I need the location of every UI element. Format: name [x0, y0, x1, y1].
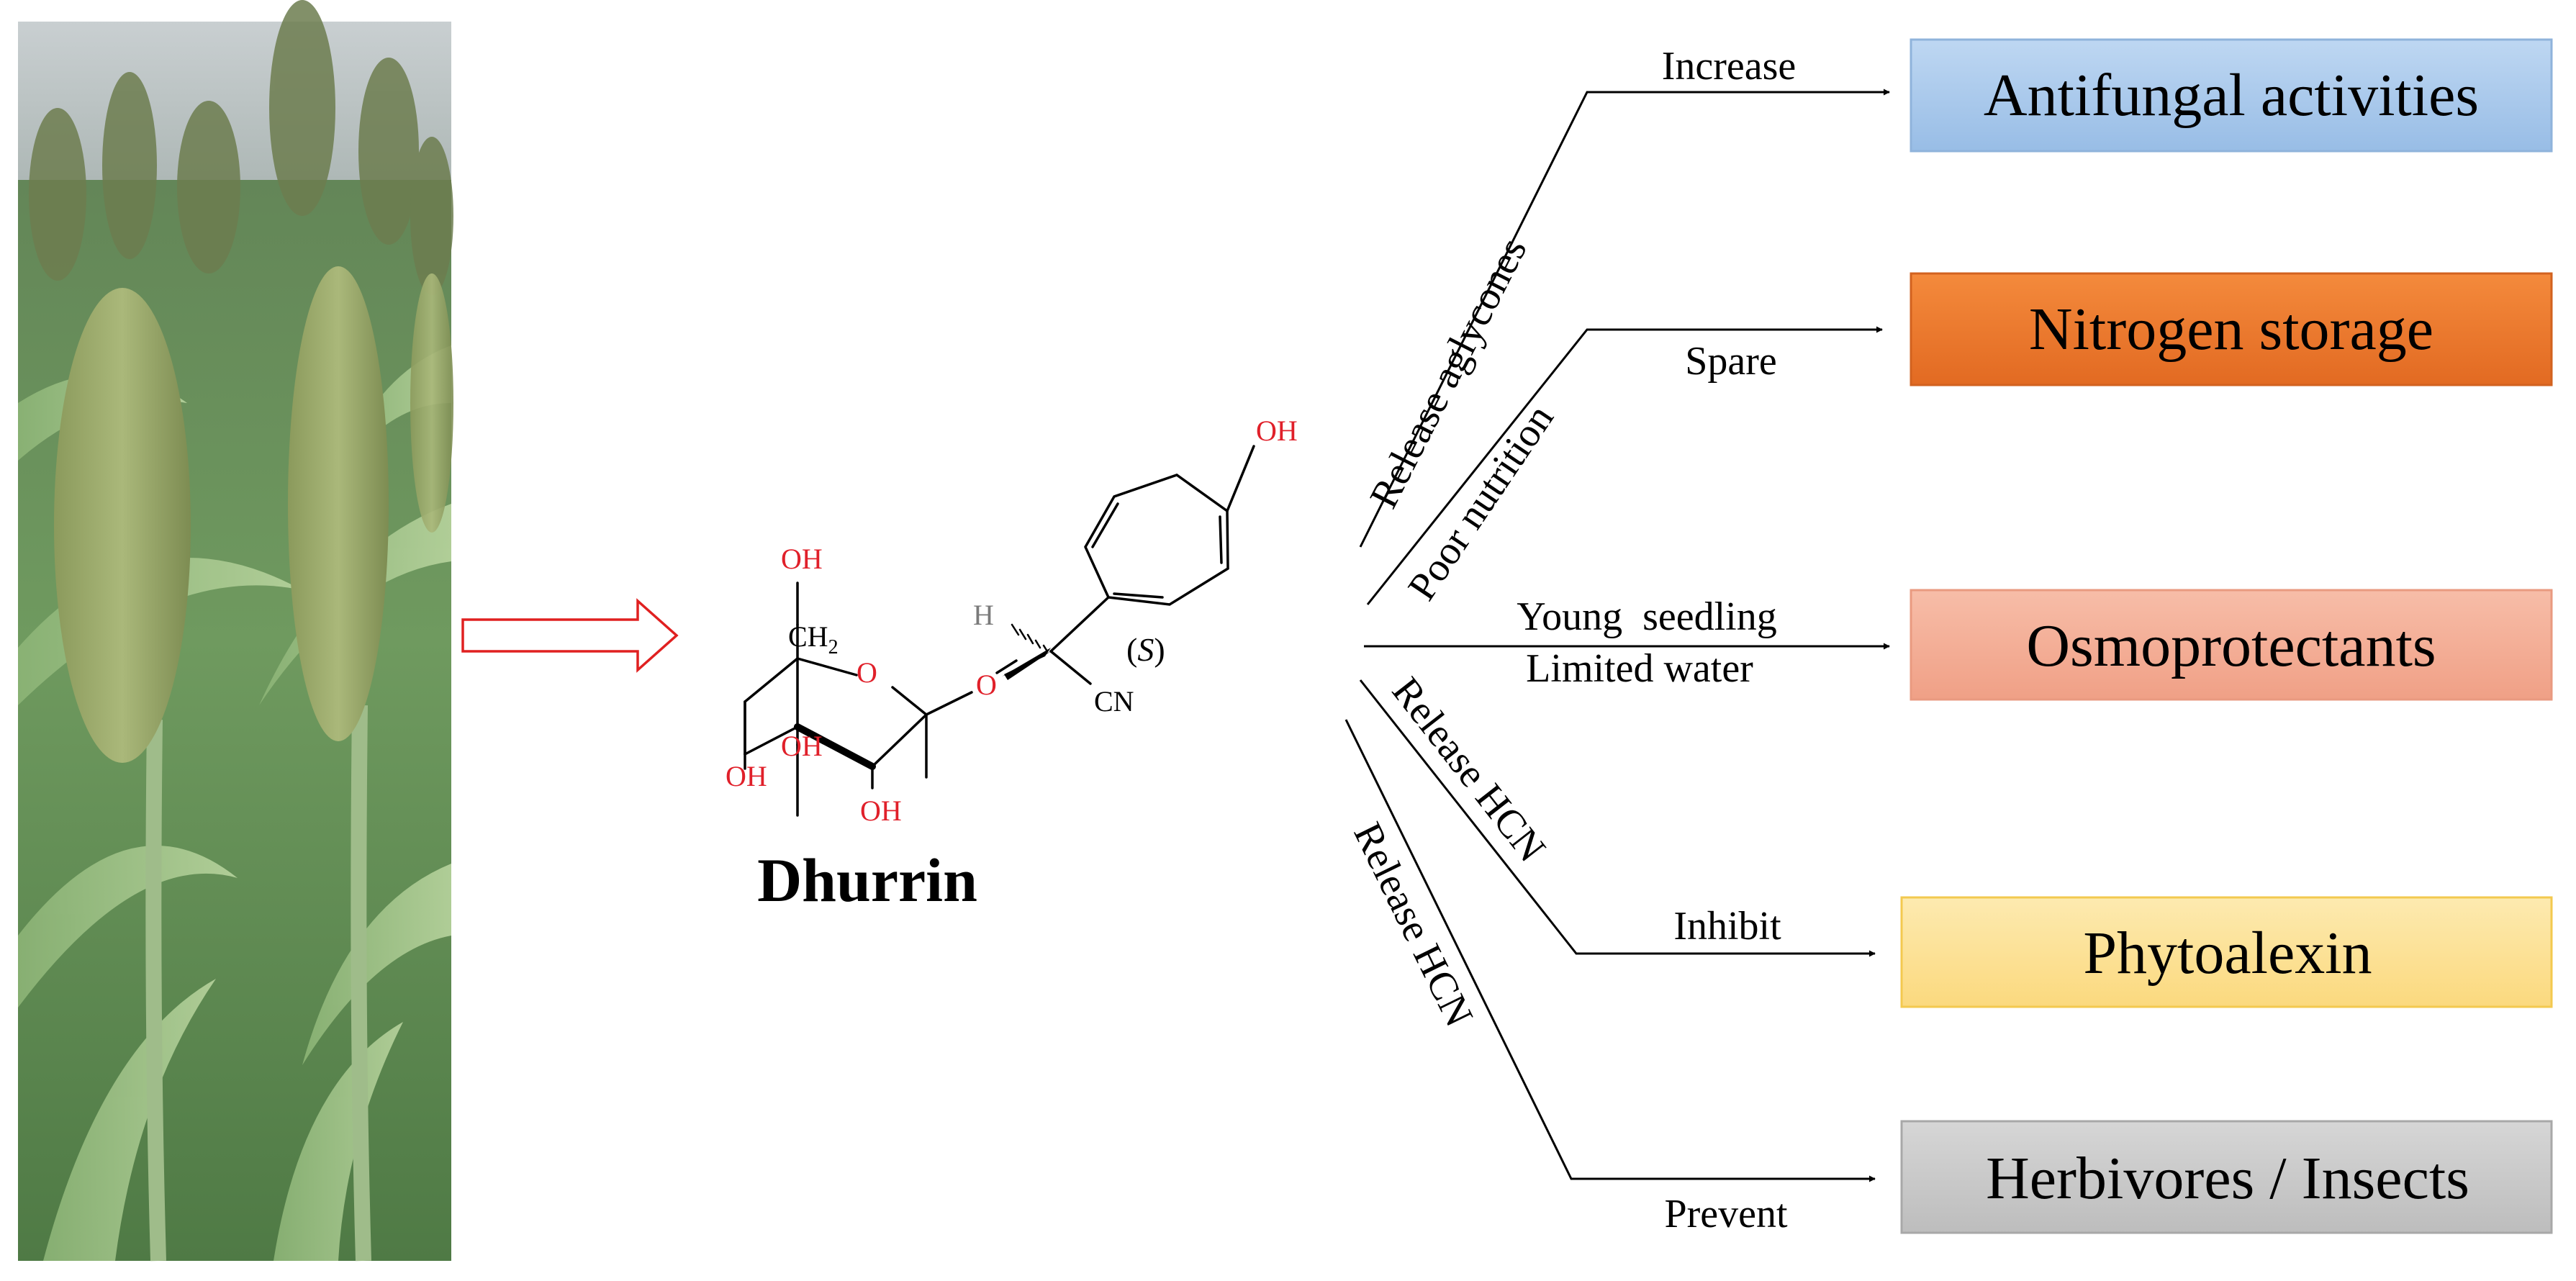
- molecule-name: Dhurrin: [757, 846, 977, 915]
- atom-cn: CN: [1094, 685, 1134, 718]
- label-young-seedling: Young seedling: [1517, 594, 1776, 639]
- label-release-hcn-1: Release HCN: [1383, 669, 1554, 871]
- outcome-antifungal-label: Antifungal activities: [1984, 62, 2479, 129]
- atom-glyco-o: O: [976, 669, 997, 701]
- outcome-antifungal: Antifungal activities: [1910, 38, 2553, 153]
- outcome-phytoalexin-label: Phytoalexin: [2083, 920, 2372, 987]
- atom-oh-mid: OH: [781, 730, 823, 762]
- sorghum-field-photo: [18, 0, 453, 1262]
- atom-ring-o: O: [857, 656, 877, 689]
- outcome-herbivores-label: Herbivores / Insects: [1986, 1145, 2469, 1212]
- atom-oh-ch2: OH: [781, 543, 823, 575]
- outcome-phytoalexin: Phytoalexin: [1900, 896, 2553, 1008]
- outcome-nitrogen: Nitrogen storage: [1910, 272, 2553, 386]
- atom-oh-left: OH: [726, 760, 767, 792]
- label-release-hcn-2: Release HCN: [1345, 816, 1481, 1034]
- outcome-herbivores: Herbivores / Insects: [1900, 1120, 2553, 1234]
- label-spare: Spare: [1685, 339, 1777, 384]
- label-limited-water: Limited water: [1526, 646, 1753, 691]
- outcome-osmo-label: Osmoprotectants: [2026, 612, 2436, 679]
- outcome-nitrogen-label: Nitrogen storage: [2029, 296, 2433, 363]
- atom-h: H: [973, 599, 994, 631]
- label-prevent: Prevent: [1664, 1192, 1788, 1236]
- dhurrin-structure: [744, 445, 1255, 817]
- label-increase: Increase: [1662, 44, 1797, 89]
- hollow-right-arrow-icon: [461, 598, 679, 673]
- stereo-descriptor: (S): [1126, 631, 1165, 668]
- outcome-osmo: Osmoprotectants: [1910, 589, 2553, 701]
- atom-ch2: CH2: [788, 620, 839, 658]
- atom-oh-bottom: OH: [860, 795, 902, 827]
- label-inhibit: Inhibit: [1673, 904, 1781, 949]
- atom-phenol-oh: OH: [1256, 415, 1298, 447]
